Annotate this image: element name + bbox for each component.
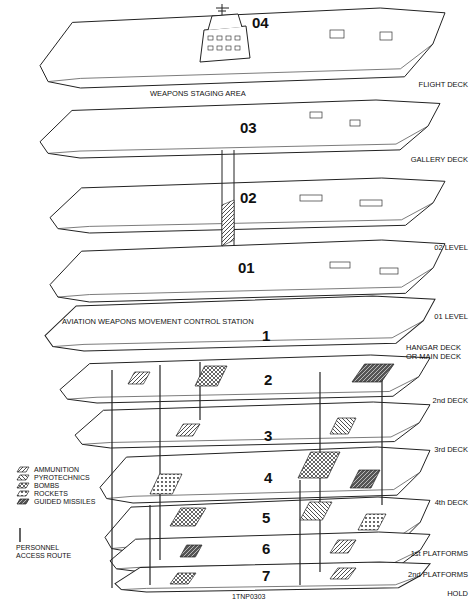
legend-line: [16, 528, 30, 542]
deck-label: WEAPONS STAGING AREA: [150, 89, 246, 98]
deck-label: 3rd DECK: [434, 445, 468, 454]
legend-hatch: [16, 474, 30, 481]
deck-label: 01 LEVEL: [434, 312, 468, 321]
figure-number: 1TNP0303: [232, 592, 265, 601]
legend-hatch: [16, 498, 30, 505]
deck-level: 01: [50, 240, 445, 302]
legend-text: ROCKETS: [34, 490, 68, 498]
deck-label: GALLERY DECK: [411, 155, 468, 164]
legend-hatch: [16, 466, 30, 473]
deck-level: 7: [115, 562, 430, 592]
level-number: 4: [264, 470, 272, 486]
deck-label: 1st PLATFORMS: [411, 549, 468, 558]
legend-text: PYROTECHNICS: [34, 474, 90, 482]
level-number: 5: [262, 510, 270, 526]
deck-outline: [115, 562, 430, 592]
deck-level: 04: [40, 8, 445, 88]
legend-hatch: [16, 482, 30, 489]
deck-label: HOLD: [447, 589, 468, 598]
deck-level: 2: [60, 355, 430, 403]
deck-level: 3: [75, 402, 430, 448]
level-number: 01: [238, 260, 255, 276]
legend-text: GUIDED MISSILES: [34, 498, 95, 506]
deck-label: HANGAR DECK OR MAIN DECK: [406, 343, 468, 361]
deck-outline: [60, 355, 430, 403]
legend-text: AMMUNITION: [34, 466, 79, 474]
legend-text: BOMBS: [34, 482, 59, 490]
deck-label: AVIATION WEAPONS MOVEMENT CONTROL STATIO…: [62, 317, 254, 326]
level-number: 03: [240, 120, 257, 136]
legend-text: PERSONNEL ACCESS ROUTE: [16, 544, 86, 560]
level-number: 6: [262, 541, 270, 557]
legend-hatch: [16, 490, 30, 497]
level-number: 2: [264, 372, 272, 388]
deck-outline: [40, 8, 445, 88]
deck-label: FLIGHT DECK: [419, 80, 468, 89]
deck-label: 2nd DECK: [433, 396, 468, 405]
level-number: 7: [262, 568, 270, 584]
level-number: 02: [240, 190, 257, 206]
deck-label: 4th DECK: [435, 498, 468, 507]
deck-level: 4: [100, 447, 430, 503]
deck-outline: [75, 402, 430, 448]
deck-label: 2nd PLATFORMS: [408, 570, 468, 579]
level-number: 1: [262, 328, 270, 344]
deck-level: 03: [40, 100, 440, 158]
level-number: 3: [264, 428, 272, 444]
level-number: 04: [252, 15, 269, 31]
deck-level: 02: [50, 178, 445, 233]
deck-label: 02 LEVEL: [434, 243, 468, 252]
